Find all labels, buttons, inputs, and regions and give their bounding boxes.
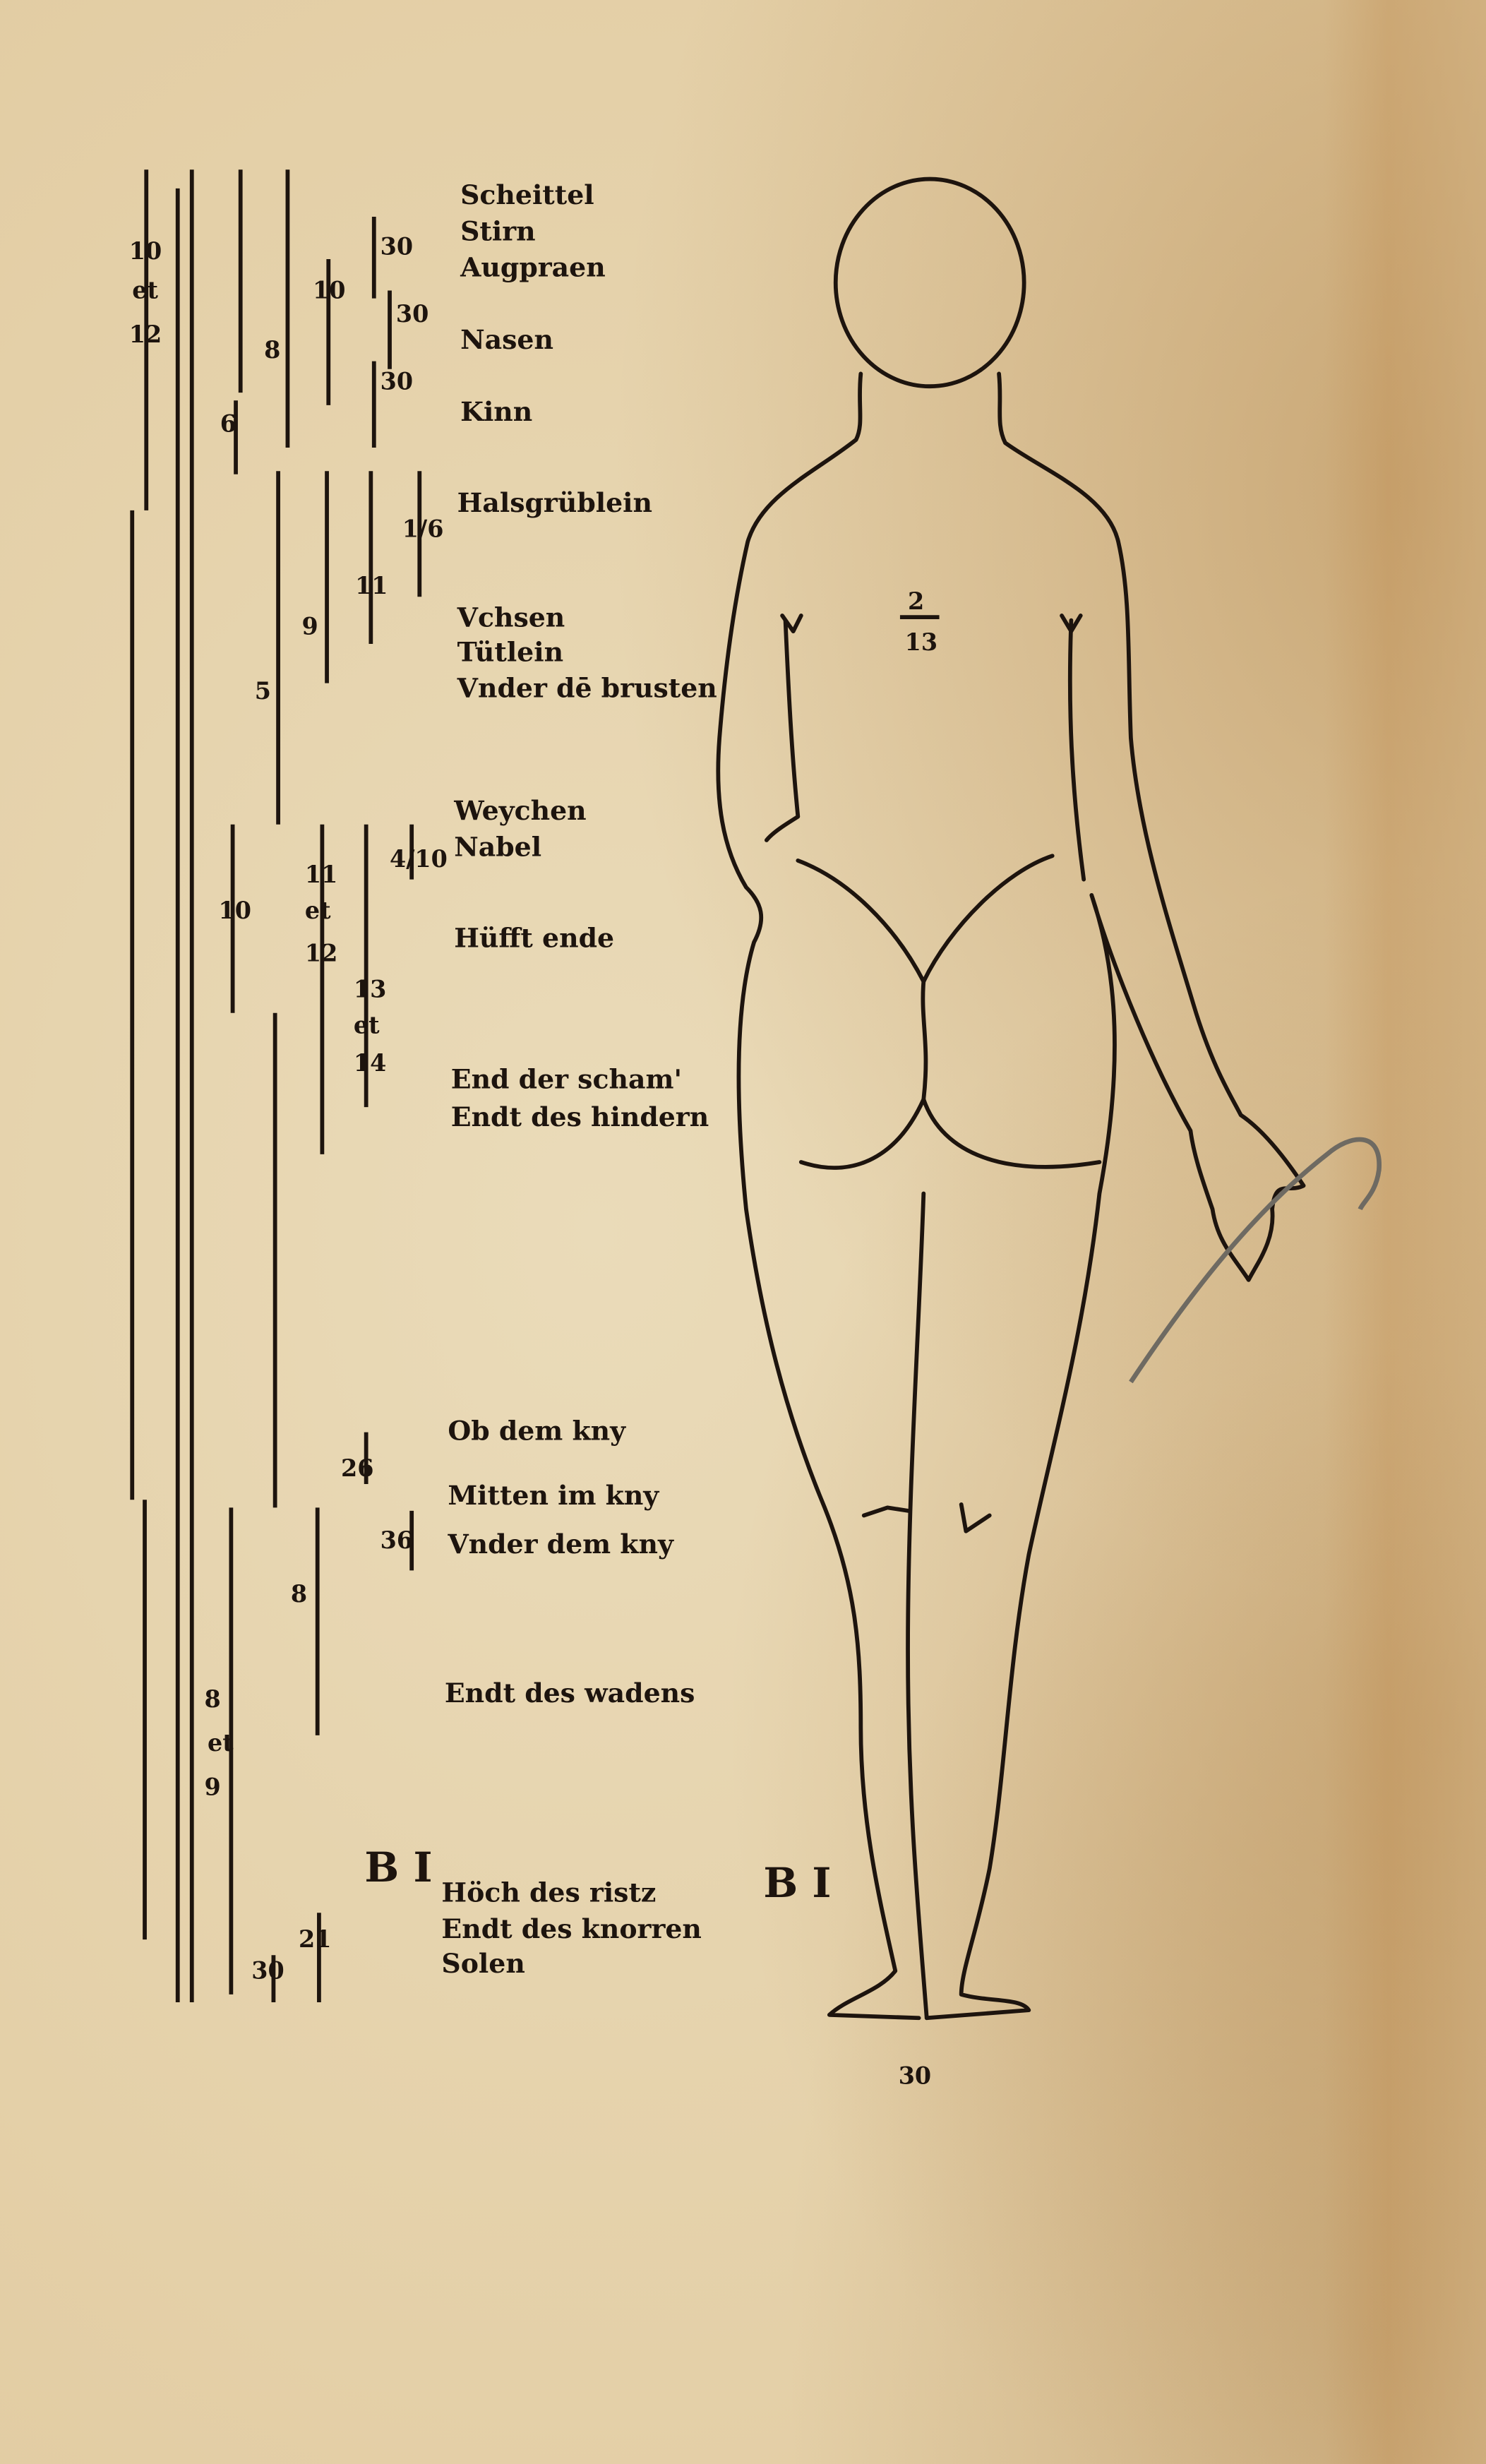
label-end-der-scham: End der scham'	[451, 1063, 682, 1094]
rule-number: et	[208, 1729, 234, 1757]
figure-left-arm-inner	[764, 618, 801, 842]
figure-mark: B I	[763, 1859, 831, 1907]
label-endt-des-hindern: Endt des hindern	[451, 1101, 709, 1132]
rule-number: 8	[291, 1580, 307, 1608]
rule-number: 9	[301, 613, 318, 640]
rule-number: 5	[255, 677, 271, 705]
label-tuetlein: Tütlein	[457, 635, 563, 667]
figure-cleft	[921, 979, 928, 1101]
label-kinn: Kinn	[460, 395, 532, 427]
cane-pencil-stroke	[1129, 1137, 1382, 1384]
rule-number: 26	[341, 1454, 373, 1482]
rule-number: 21	[299, 1925, 331, 1953]
figure-left-outline	[716, 371, 921, 2021]
label-vnder-brusten: Vnder dē brusten	[457, 672, 717, 704]
rule-number: 1/6	[402, 515, 444, 543]
page-stain-edge	[1324, 0, 1486, 2464]
page-ornament: 30	[899, 2062, 931, 2090]
label-endt-des-knorren: Endt des knorren	[441, 1913, 701, 1944]
figure-head	[833, 177, 1026, 389]
figure-leg-division	[906, 1191, 929, 2021]
rule-number: 10	[313, 277, 345, 304]
rule-number: 9	[205, 1773, 221, 1800]
rule-number: 8	[264, 336, 280, 364]
rule-number: 12	[129, 321, 162, 348]
figure-buttocks	[798, 1097, 1102, 1170]
label-halsgrueblein: Halsgrüblein	[457, 486, 652, 518]
label-stirn: Stirn	[460, 215, 536, 246]
rule-number: 36	[381, 1526, 413, 1554]
label-vnder-dem-kny: Vnder dem kny	[447, 1528, 674, 1560]
figure-right-outline	[924, 371, 1306, 2021]
rule-number: 14	[354, 1049, 386, 1077]
rule-number: 11	[355, 572, 388, 599]
fraction-denominator: 13	[905, 628, 937, 656]
body-point-labels: Scheittel Stirn Augpraen Nasen Kinn Hals…	[441, 179, 717, 1979]
label-endt-des-wadens: Endt des wadens	[445, 1677, 695, 1709]
label-solen: Solen	[441, 1947, 525, 1979]
rule-number: 10	[129, 237, 162, 265]
rule-number: et	[305, 897, 331, 924]
rule-number: 6	[220, 410, 236, 438]
fraction-numerator: 2	[908, 587, 924, 615]
figure-knee-marks	[861, 1502, 992, 1533]
label-augpraen: Augpraen	[460, 251, 606, 282]
figure-back-waist	[796, 854, 1055, 984]
label-vchsen: Vchsen	[457, 602, 565, 633]
measurement-rules	[130, 169, 422, 2003]
human-figure-back-view	[716, 177, 1306, 2021]
measurement-numbers: 10 et 12 8 10 30 30 30 6 1/6 11 9 5 10 1…	[129, 232, 448, 1984]
label-weychen: Weychen	[453, 794, 586, 826]
rule-number: 30	[396, 300, 429, 328]
rule-number: 30	[381, 368, 413, 395]
rule-number: 4/10	[390, 845, 448, 873]
label-scheittel: Scheittel	[460, 179, 594, 210]
rule-number: 30	[381, 232, 413, 260]
rule-number: 13	[354, 975, 386, 1003]
rule-number: 12	[305, 939, 337, 967]
figure-shoulder-mark	[780, 614, 1083, 634]
label-nasen: Nasen	[460, 323, 553, 355]
rule-number: et	[354, 1012, 380, 1039]
rule-number: et	[132, 277, 158, 304]
label-nabel: Nabel	[454, 830, 541, 862]
left-figure-mark: B I	[364, 1843, 432, 1891]
label-huefft-ende: Hüfft ende	[454, 921, 614, 953]
rule-number: 11	[305, 861, 337, 888]
figure-right-arm-inner	[1067, 618, 1086, 882]
rule-number: 8	[205, 1685, 221, 1713]
label-hoech-des-ristz: Höch des ristz	[441, 1877, 656, 1908]
rule-number: 30	[251, 1957, 284, 1985]
rule-number: 10	[219, 897, 251, 924]
label-mitten-im-kny: Mitten im kny	[448, 1479, 659, 1511]
label-ob-dem-kny: Ob dem kny	[448, 1415, 626, 1447]
